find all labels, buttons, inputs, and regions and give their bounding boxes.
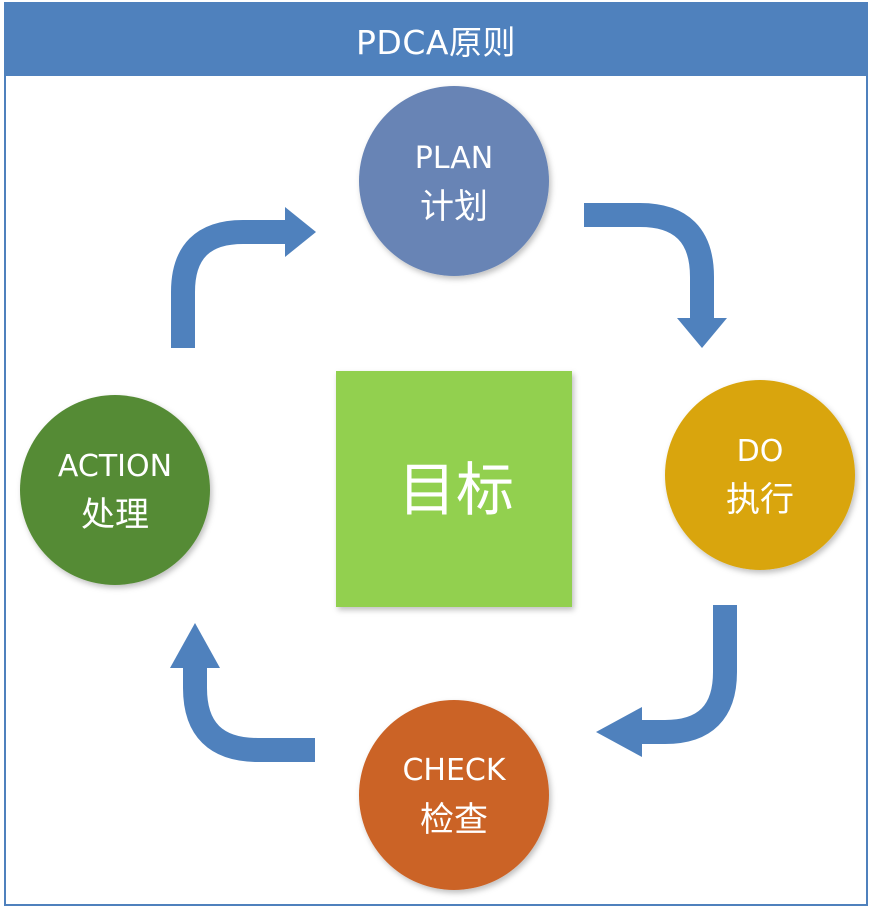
center-goal-box <box>336 371 572 607</box>
arrowhead-check <box>596 707 642 757</box>
check-label-zh: 检查 <box>420 800 488 840</box>
check-node: CHECK 检查 <box>359 700 549 890</box>
arrow-action-to-plan <box>171 220 285 348</box>
center-goal-label: 目标 <box>398 456 514 524</box>
arrow-do-to-check <box>640 605 737 744</box>
check-label-en: CHECK <box>402 753 506 788</box>
diagram-title: PDCA原则 <box>356 23 516 62</box>
arrowhead-plan <box>285 207 316 257</box>
plan-label-en: PLAN <box>415 141 493 176</box>
arrow-plan-to-do <box>584 203 714 318</box>
title-bar: PDCA原则 <box>6 4 866 76</box>
arrow-check-to-action <box>183 668 315 762</box>
plan-node: PLAN 计划 <box>359 86 549 276</box>
action-label-en: ACTION <box>58 449 172 484</box>
arrowhead-do <box>677 318 727 348</box>
do-label-zh: 执行 <box>726 480 794 520</box>
do-label-en: DO <box>737 434 784 469</box>
action-label-zh: 处理 <box>81 495 149 535</box>
plan-label-zh: 计划 <box>420 187 488 227</box>
do-node: DO 执行 <box>665 380 855 570</box>
arrowhead-action <box>170 623 220 668</box>
action-node: ACTION 处理 <box>20 395 210 585</box>
